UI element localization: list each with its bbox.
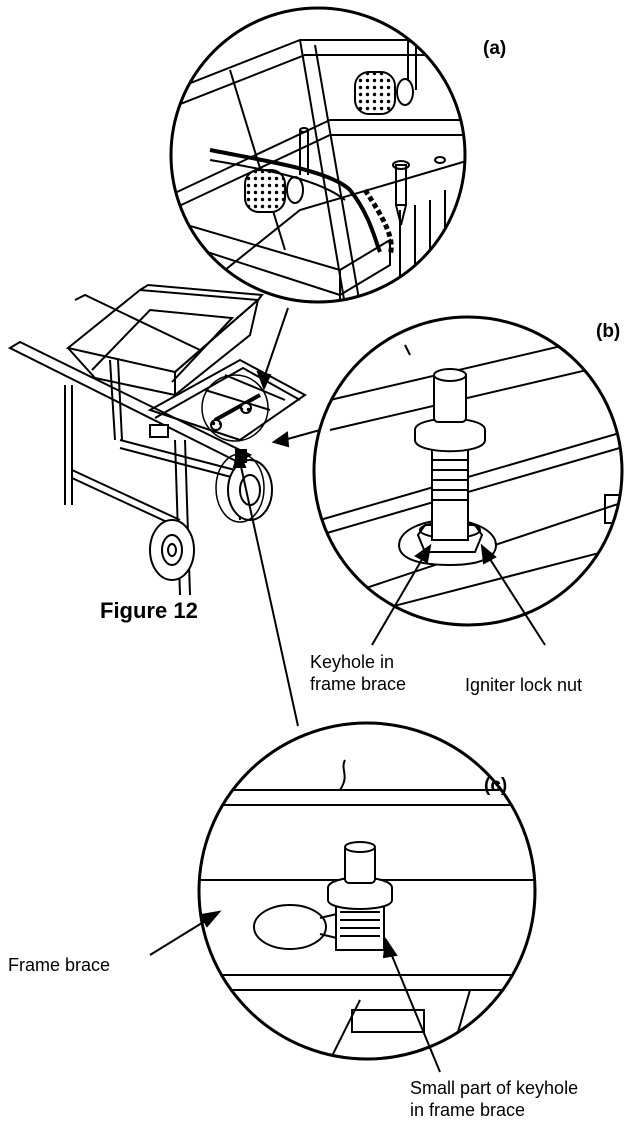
small-part-label-line1: Small part of keyhole <box>410 1078 579 1098</box>
figure-title: Figure 12 <box>100 598 198 623</box>
detail-a-circle <box>169 6 467 304</box>
detail-c-circle <box>197 721 537 1061</box>
keyhole-label-line2: frame brace <box>310 674 407 694</box>
callout-arrows-c <box>149 910 441 1073</box>
panel-b-label: (b) <box>596 321 621 342</box>
callout-arrows-b <box>371 543 546 646</box>
leader-lines <box>232 307 321 727</box>
grill-cart <box>7 283 307 596</box>
detail-b-circle <box>312 315 624 627</box>
small-part-label-line2: in frame brace <box>410 1100 526 1120</box>
panel-c-label: (c) <box>484 775 508 796</box>
panel-a-label: (a) <box>483 38 507 59</box>
frame-brace-label: Frame brace <box>8 955 111 975</box>
lock-nut-label: Igniter lock nut <box>465 675 583 695</box>
keyhole-label-line1: Keyhole in <box>310 652 395 672</box>
